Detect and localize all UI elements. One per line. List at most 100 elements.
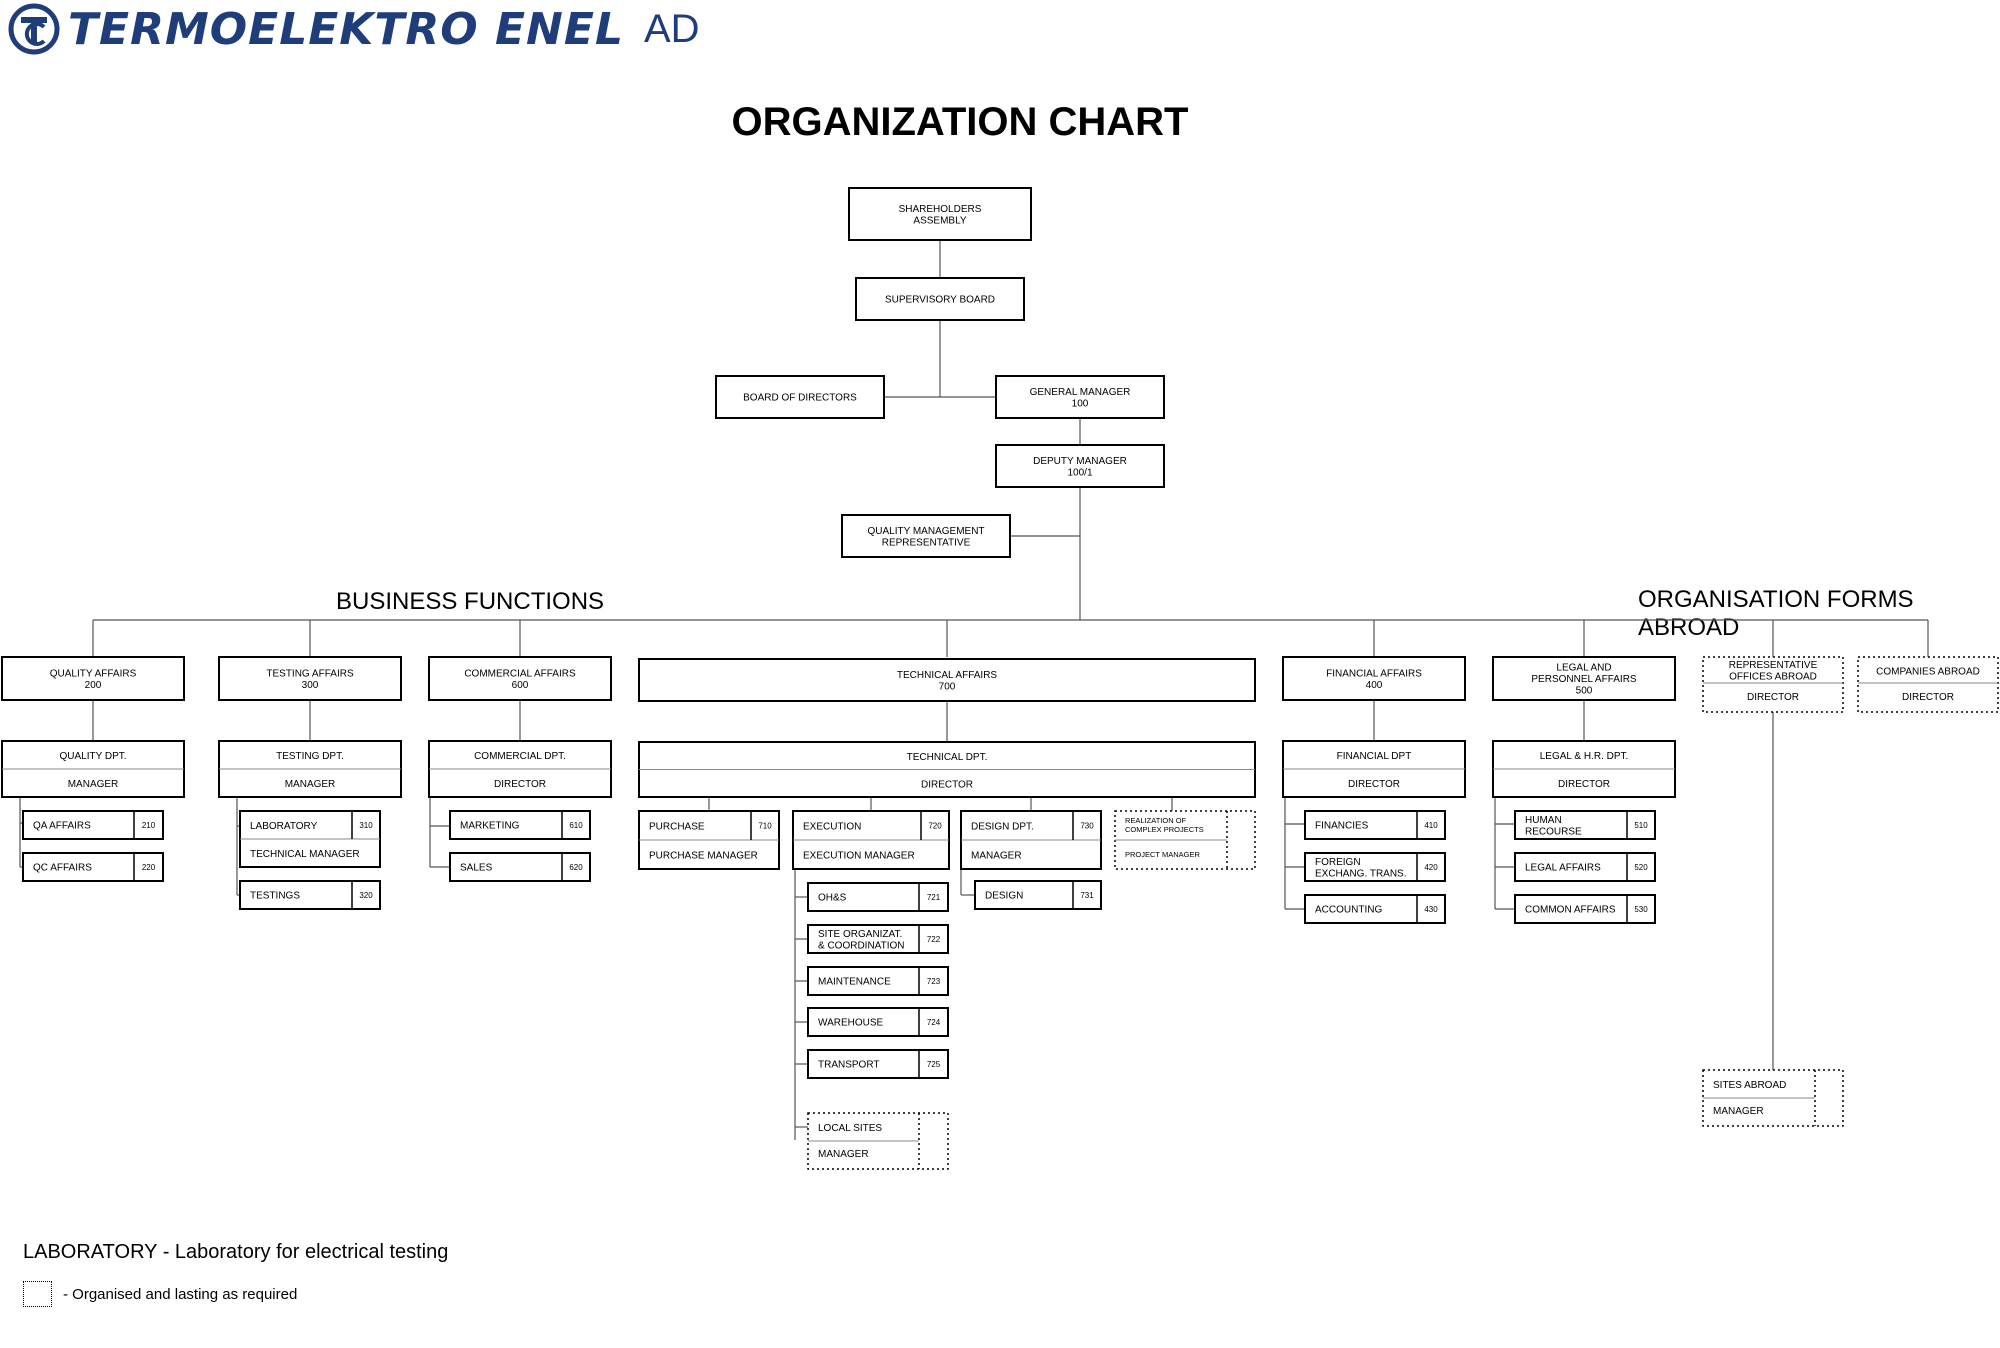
unit-code: 731	[1080, 891, 1094, 900]
box-label: SHAREHOLDERS	[899, 204, 982, 215]
box-label: 400	[1366, 680, 1383, 691]
org-box	[218, 656, 402, 701]
unit-code: 722	[927, 935, 941, 944]
org-box	[715, 375, 885, 419]
unit-role: MANAGER	[971, 851, 1022, 862]
company-emblem-icon	[8, 3, 60, 55]
box-label: PERSONNEL AFFAIRS	[1531, 674, 1637, 685]
unit-code: 510	[1634, 821, 1648, 830]
unit-name: LABORATORY	[250, 821, 318, 832]
box-label: QA AFFAIRS	[33, 821, 91, 832]
box-label: EXCHANG. TRANS.	[1315, 868, 1407, 879]
box-role: DIRECTOR	[1747, 692, 1799, 703]
dept-name: COMMERCIAL DPT.	[474, 751, 566, 762]
legend-dotted-box	[23, 1281, 52, 1307]
box-label: 300	[302, 680, 319, 691]
box-label: 600	[512, 680, 529, 691]
unit-role: TECHNICAL MANAGER	[250, 849, 360, 860]
unit-name: EXECUTION	[803, 822, 861, 833]
box-label: QUALITY AFFAIRS	[50, 668, 137, 679]
company-logo: TERMOELEKTRO ENEL AD	[8, 3, 700, 55]
unit-role: PURCHASE MANAGER	[649, 851, 758, 862]
box-label: SITE ORGANIZAT.	[818, 929, 902, 940]
business-functions-label: BUSINESS FUNCTIONS	[336, 588, 605, 615]
unit-name: COMPLEX PROJECTS	[1125, 825, 1204, 834]
dept-name: QUALITY DPT.	[59, 751, 126, 762]
unit-code: 530	[1634, 905, 1648, 914]
org-box	[1514, 852, 1656, 882]
box-label: REPRESENTATIVE	[882, 537, 971, 548]
box-label: WAREHOUSE	[818, 1018, 884, 1029]
org-box	[1304, 810, 1446, 840]
org-box	[22, 852, 164, 882]
org-box	[995, 375, 1165, 419]
unit-role: MANAGER	[818, 1149, 869, 1160]
box-label: 100	[1072, 398, 1089, 409]
org-box	[807, 1007, 949, 1037]
unit-code: 420	[1424, 863, 1438, 872]
box-label: OH&S	[818, 893, 847, 904]
legend-laboratory: LABORATORY - Laboratory for electrical t…	[23, 1241, 449, 1263]
box-label: & COORDINATION	[818, 940, 904, 951]
org-box	[1282, 656, 1466, 701]
box-label: GENERAL MANAGER	[1030, 387, 1131, 398]
unit-code: 721	[927, 893, 941, 902]
org-box	[807, 924, 949, 954]
box-label: COMMON AFFAIRS	[1525, 905, 1616, 916]
box-label: TESTINGS	[250, 891, 300, 902]
box-label: FINANCIES	[1315, 821, 1369, 832]
box-label: BOARD OF DIRECTORS	[743, 393, 857, 404]
org-box	[1304, 894, 1446, 924]
box-label: LEGAL AFFAIRS	[1525, 863, 1601, 874]
box-label: COMPANIES ABROAD	[1876, 667, 1980, 678]
box-label: RECOURSE	[1525, 826, 1582, 837]
box-label: TRANSPORT	[818, 1060, 880, 1071]
unit-name: REALIZATION OF	[1125, 816, 1187, 825]
unit-code: 710	[758, 822, 772, 831]
dept-role: DIRECTOR	[1348, 779, 1400, 790]
box-label: HUMAN	[1525, 815, 1562, 826]
org-box	[841, 514, 1011, 558]
org-box	[1492, 656, 1676, 701]
dept-role: DIRECTOR	[494, 779, 546, 790]
org-box	[239, 880, 381, 910]
box-label: QUALITY MANAGEMENT	[867, 526, 984, 537]
box-label: DEPUTY MANAGER	[1033, 456, 1127, 467]
unit-code: 730	[1080, 822, 1094, 831]
unit-code: 724	[927, 1018, 941, 1027]
org-box	[974, 880, 1102, 910]
box-label: SALES	[460, 863, 493, 874]
org-box	[1, 656, 185, 701]
org-box	[848, 187, 1032, 241]
unit-code: 720	[928, 822, 942, 831]
box-label: 500	[1576, 686, 1593, 697]
unit-code: 320	[359, 891, 373, 900]
unit-role: PROJECT MANAGER	[1125, 850, 1200, 859]
unit-code: 220	[142, 863, 156, 872]
dept-role: MANAGER	[68, 779, 119, 790]
org-box	[855, 277, 1025, 321]
unit-code: 520	[1634, 863, 1648, 872]
unit-code: 430	[1424, 905, 1438, 914]
box-label: ASSEMBLY	[913, 215, 966, 226]
dept-role: MANAGER	[285, 779, 336, 790]
logo-suffix: AD	[643, 6, 700, 51]
box-label: MAINTENANCE	[818, 977, 891, 988]
box-label: FOREIGN	[1315, 857, 1361, 868]
unit-code: 723	[927, 977, 941, 986]
box-label: LEGAL AND	[1556, 663, 1611, 674]
dept-name: FINANCIAL DPT	[1337, 751, 1412, 762]
box-label: FINANCIAL AFFAIRS	[1326, 668, 1422, 679]
unit-name: PURCHASE	[649, 822, 705, 833]
box-label: REPRESENTATIVE	[1729, 660, 1818, 671]
box-label: DESIGN	[985, 891, 1023, 902]
org-box	[638, 658, 1256, 702]
unit-code: 310	[359, 821, 373, 830]
dept-name: TESTING DPT.	[276, 751, 344, 762]
page-title: ORGANIZATION CHART	[731, 100, 1189, 144]
unit-code: 725	[927, 1060, 941, 1069]
org-box	[449, 852, 591, 882]
box-label: QC AFFAIRS	[33, 863, 92, 874]
box-label: 700	[939, 681, 956, 692]
